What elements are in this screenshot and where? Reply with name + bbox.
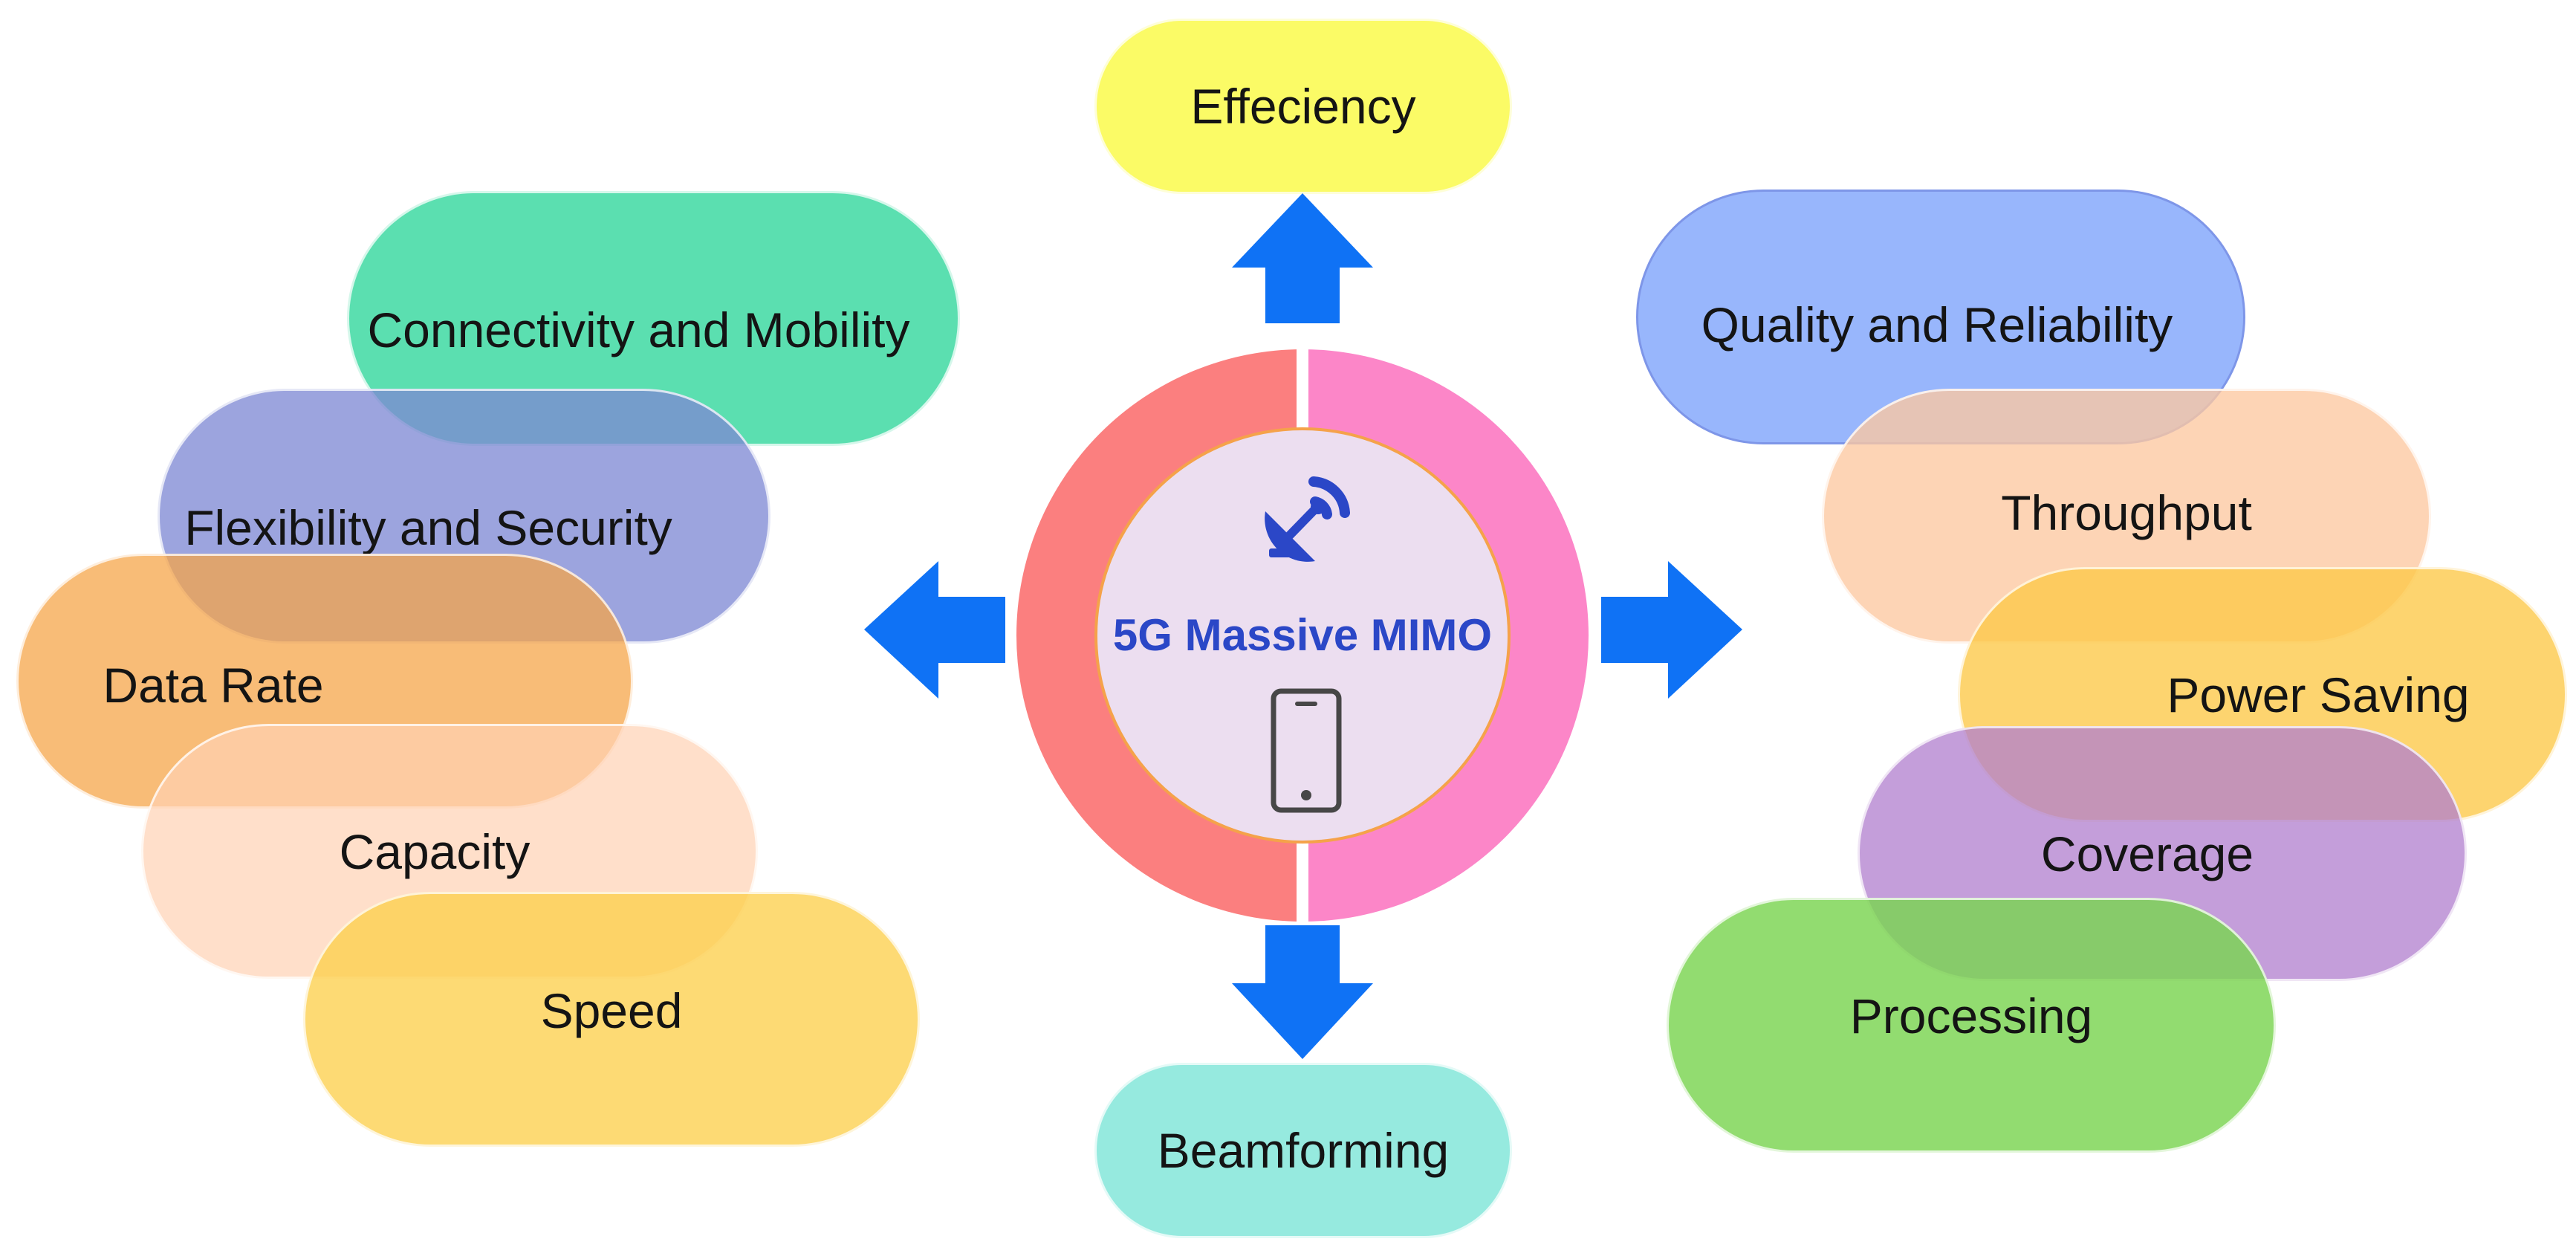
pill-label: Quality and Reliability — [1701, 297, 2173, 352]
smartphone-icon — [1271, 688, 1342, 813]
pill-label: Speed — [540, 983, 683, 1038]
pill-effeciency: Effeciency — [1094, 19, 1512, 194]
pill-label: Processing — [1849, 988, 2093, 1043]
pill-label: Capacity — [339, 823, 531, 879]
hub-title: 5G Massive MIMO — [1112, 610, 1493, 660]
pill-label: Flexibility and Security — [184, 499, 672, 555]
arrow-up-icon — [1232, 193, 1373, 323]
pill-label: Connectivity and Mobility — [367, 302, 910, 357]
pill-label: Data Rate — [103, 657, 324, 713]
satellite-dish-icon — [1265, 476, 1350, 562]
pill-label: Beamforming — [1157, 1123, 1450, 1178]
pill-label: Power Saving — [2167, 667, 2470, 722]
pill-speed: Speed — [303, 892, 920, 1147]
pill-label: Effeciency — [1190, 79, 1416, 134]
pill-label: Coverage — [2040, 826, 2254, 881]
arrow-down-icon — [1232, 925, 1373, 1059]
pill-processing: Processing — [1667, 898, 2276, 1153]
hub-core — [1094, 427, 1511, 844]
arrow-left-icon — [864, 561, 1005, 699]
arrow-right-icon — [1601, 561, 1742, 699]
pill-beamforming: Beamforming — [1094, 1063, 1512, 1238]
center-hub: 5G Massive MIMO — [1016, 349, 1589, 922]
pill-label: Throughput — [2001, 485, 2252, 540]
